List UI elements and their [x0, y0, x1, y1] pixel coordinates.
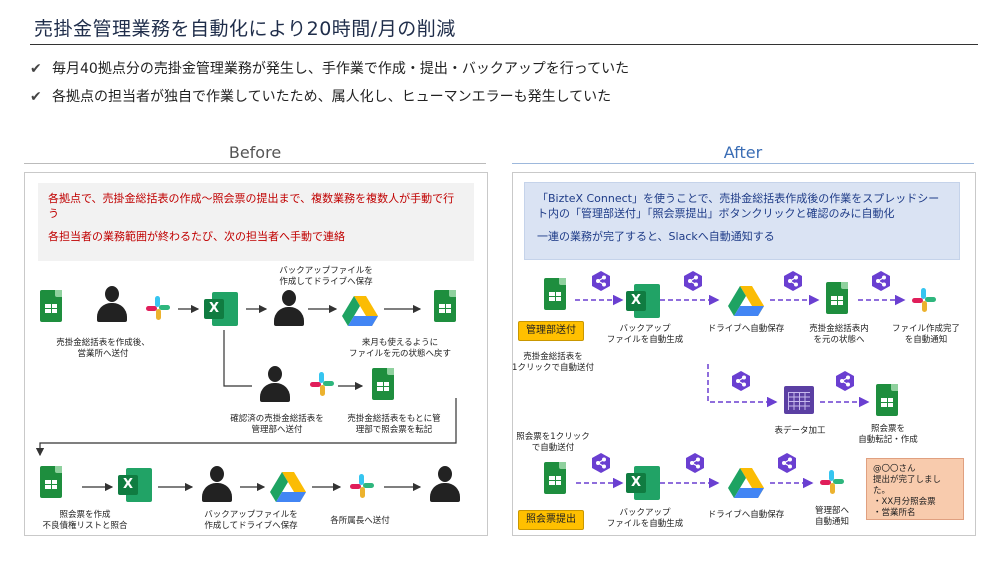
bullet-2: ✔ 各拠点の担当者が独自で作業していたため、属人化し、ヒューマンエラーも発生してい… [30, 86, 611, 106]
after-heading: After [723, 143, 763, 162]
label-table-process: 表データ加工 [774, 426, 826, 436]
google-drive-icon [728, 284, 764, 316]
person-icon [95, 286, 129, 322]
biztex-connect-icon [732, 371, 750, 391]
label-notify: ファイル作成完了を自動通知 [891, 324, 960, 345]
after-note-2: 一連の業務が完了すると、Slackへ自動通知する [537, 230, 775, 243]
after-note: 「BizteX Connect」を使うことで、売掛金総括表作成後の作業をスプレッ… [524, 182, 960, 260]
google-drive-icon [728, 466, 764, 498]
label-confirmed: 確認済の売掛金総括表を管理部へ送付 [230, 414, 324, 435]
label-inquiry-auto: 照会票を自動転記・作成 [858, 424, 918, 445]
spreadsheet-icon [826, 282, 848, 314]
label-mgmt-notify: 管理部へ自動通知 [814, 506, 849, 527]
person-icon [428, 466, 462, 502]
label-send-heads: 各所属長へ送付 [330, 516, 390, 526]
google-drive-icon [342, 294, 378, 326]
submit-inquiry-button[interactable]: 照会票提出 [518, 510, 584, 530]
spreadsheet-icon [876, 384, 898, 416]
label-create-inquiry: 照会票を作成不良債権リストと照合 [42, 510, 128, 531]
excel-icon: X [626, 466, 660, 500]
bullet-1: ✔ 毎月40拠点分の売掛金管理業務が発生し、手作業で作成・提出・バックアップを行っ… [30, 58, 629, 78]
google-drive-icon [270, 470, 306, 502]
biztex-connect-icon [684, 271, 702, 291]
before-note: 各拠点で、売掛金総括表の作成～照会票の提出まで、複数業務を複数人が手動で行う 各… [38, 183, 474, 261]
bullet-text: 毎月40拠点分の売掛金管理業務が発生し、手作業で作成・提出・バックアップを行って… [52, 61, 630, 77]
label-auto-backup-2: バックアップファイルを自動生成 [606, 508, 684, 529]
biztex-connect-icon [836, 371, 854, 391]
label-backup-top: バックアップファイルを作成してドライブへ保存 [279, 266, 373, 287]
biztex-connect-icon [872, 271, 890, 291]
spreadsheet-icon [434, 290, 456, 322]
biztex-connect-icon [778, 453, 796, 473]
biztex-connect-icon [592, 271, 610, 291]
person-icon [200, 466, 234, 502]
spreadsheet-icon [372, 368, 394, 400]
before-heading: Before [228, 143, 282, 162]
label-drive-save-2: ドライブへ自動保存 [707, 510, 785, 520]
slack-icon [818, 468, 846, 496]
send-to-management-button[interactable]: 管理部送付 [518, 321, 584, 341]
biztex-connect-icon [686, 453, 704, 473]
slack-icon [910, 286, 938, 314]
label-auto-backup: バックアップファイルを自動生成 [606, 324, 684, 345]
label-inquiry-click: 照会票を1クリックで自動送付 [516, 432, 590, 453]
label-create: 売掛金総括表を作成後、営業所へ送付 [56, 338, 150, 359]
biztex-connect-icon [784, 271, 802, 291]
label-next-month: 来月も使えるようにファイルを元の状態へ戻す [348, 338, 451, 359]
page-title: 売掛金管理業務を自動化により20時間/月の削減 [34, 18, 456, 40]
label-restore: 売掛金総括表内を元の状態へ [809, 324, 869, 345]
spreadsheet-icon [40, 466, 62, 498]
title-divider [30, 44, 978, 45]
before-note-2: 各担当者の業務範囲が終わるたび、次の担当者へ手動で連絡 [48, 230, 345, 243]
excel-icon: X [204, 292, 238, 326]
label-transcribe: 売掛金総括表をもとに管理部で照会票を転記 [347, 414, 441, 435]
slack-icon [308, 370, 336, 398]
after-rule [512, 163, 974, 164]
spreadsheet-icon [544, 462, 566, 494]
slack-icon [348, 472, 376, 500]
excel-icon: X [626, 284, 660, 318]
label-backup-bottom: バックアップファイルを作成してドライブへ保存 [204, 510, 298, 531]
excel-icon: X [118, 468, 152, 502]
after-note-1: 「BizteX Connect」を使うことで、売掛金総括表作成後の作業をスプレッ… [537, 192, 940, 220]
person-icon [272, 290, 306, 326]
table-data-icon [784, 386, 814, 414]
before-note-1: 各拠点で、売掛金総括表の作成～照会票の提出まで、複数業務を複数人が手動で行う [48, 192, 455, 220]
slack-message: @〇〇さん 提出が完了しました。 ・XX月分照会票 ・営業所名 [866, 458, 964, 520]
spreadsheet-icon [40, 290, 62, 322]
before-rule [24, 163, 486, 164]
slack-icon [144, 294, 172, 322]
label-drive-save: ドライブへ自動保存 [707, 324, 785, 334]
check-icon: ✔ [30, 89, 42, 105]
person-icon [258, 366, 292, 402]
bullet-text: 各拠点の担当者が独自で作業していたため、属人化し、ヒューマンエラーも発生していた [52, 89, 612, 105]
spreadsheet-icon [544, 278, 566, 310]
biztex-connect-icon [592, 453, 610, 473]
check-icon: ✔ [30, 61, 42, 77]
